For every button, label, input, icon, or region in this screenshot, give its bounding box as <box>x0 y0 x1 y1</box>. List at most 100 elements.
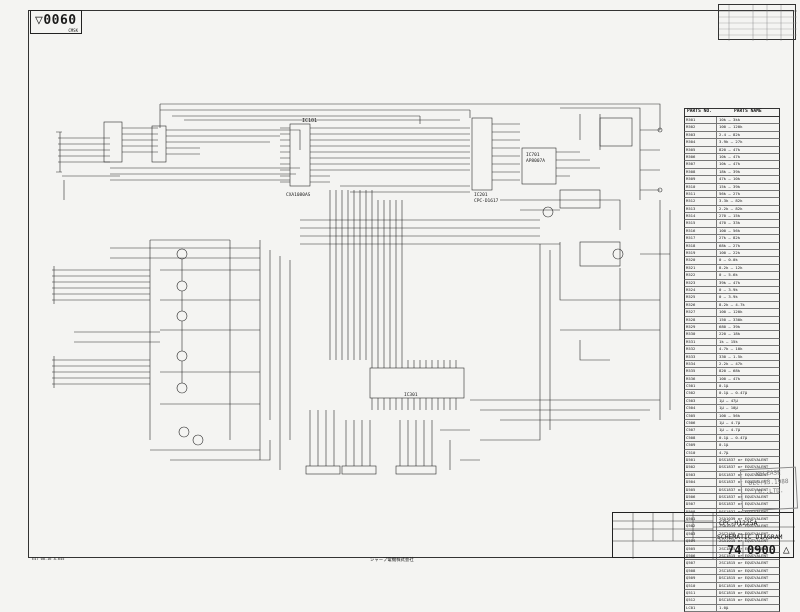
parts-list-header: PARTS NO. PARTS NAME <box>684 108 780 117</box>
parts-value: 8.2k — 12k <box>719 264 743 270</box>
parts-ref: R511 <box>685 190 717 198</box>
revision-grid <box>719 5 797 41</box>
parts-value: 18k — 39k <box>719 168 741 174</box>
ic701-label: IC701 <box>526 152 540 158</box>
parts-value: 0.1μ <box>719 442 729 448</box>
parts-value: 270 — 15k <box>719 213 741 219</box>
parts-ref: R510 <box>685 183 717 190</box>
parts-value: 68k — 27k <box>719 242 741 248</box>
parts-value: 1μ — 10μ <box>719 405 738 411</box>
parts-value: 10k — 47k <box>719 153 741 159</box>
parts-ref: R507 <box>685 161 717 168</box>
release-stamp: RELEASE DEC.13.1988 CO.,LTD. <box>739 466 799 512</box>
parts-header-name: PARTS NAME <box>734 109 762 114</box>
parts-value: 330 — 1.5k <box>719 353 743 359</box>
parts-value: DSC1815 or EQUIVALENT <box>719 582 769 588</box>
ic201-label: IC201 <box>474 192 488 198</box>
parts-ref: R531 <box>685 338 717 346</box>
parts-ref: D507 <box>685 501 717 508</box>
revision-triangle-icon: △ <box>783 543 790 556</box>
parts-ref: R524 <box>685 286 717 294</box>
ic301-label: IC301 <box>404 392 418 398</box>
model-number: CPC-H1225A <box>719 519 758 527</box>
parts-ref: Q510 <box>685 582 717 589</box>
drawing-frame <box>28 10 794 558</box>
parts-ref: Q511 <box>685 590 717 597</box>
drawing-code: ▽0060 <box>35 13 77 28</box>
parts-ref: C503 <box>685 397 717 405</box>
parts-value: 100 — 56k <box>719 412 741 418</box>
parts-value: 8.2k — 4.7k <box>719 301 745 307</box>
parts-ref: R528 <box>685 316 717 323</box>
parts-value: 100 — 120k <box>719 309 743 315</box>
parts-value: 0 — 5.6k <box>719 272 738 278</box>
parts-value: DSS1837 or EQUIVALENT <box>719 486 769 492</box>
parts-value: 1μ — 4.7μ <box>719 420 741 426</box>
parts-ref: LC01 <box>685 604 717 612</box>
parts-value: 1k — 15k <box>719 338 738 344</box>
parts-ref: D504 <box>685 479 717 486</box>
page-number: 74 <box>727 543 742 557</box>
parts-ref: R509 <box>685 176 717 183</box>
parts-ref: R512 <box>685 198 717 205</box>
parts-value: 10k — 47k <box>719 161 741 167</box>
parts-value: 0.1μ — 0.47μ <box>719 434 748 440</box>
parts-ref: Q507 <box>685 560 717 567</box>
parts-value: DSS1837 or EQUIVALENT <box>719 508 769 514</box>
parts-value: 0.1μ — 0.47μ <box>719 390 748 396</box>
parts-ref: R535 <box>685 368 717 375</box>
parts-ref: R514 <box>685 213 717 220</box>
parts-ref: R520 <box>685 257 717 264</box>
parts-ref: Q506 <box>685 553 717 560</box>
parts-value: DSS1837 or EQUIVALENT <box>719 479 769 485</box>
parts-value: 2SC1815 or EQUIVALENT <box>719 545 769 551</box>
parts-value: 4.7k — 10k <box>719 346 743 352</box>
parts-ref: R504 <box>685 139 717 146</box>
parts-value: DSC1815 or EQUIVALENT <box>719 597 769 603</box>
parts-value: DSS1837 or EQUIVALENT <box>719 456 769 462</box>
parts-value: 2.2k — 82k <box>719 205 743 211</box>
parts-ref: R527 <box>685 309 717 316</box>
parts-value: 1μ — 47μ <box>719 397 738 403</box>
parts-value: 2SA1039 or EQUIVALENT <box>719 516 769 522</box>
parts-value: DSS1837 or EQUIVALENT <box>719 464 769 470</box>
parts-ref: R508 <box>685 168 717 176</box>
parts-ref: C504 <box>685 405 717 412</box>
parts-value: 3.9k — 27k <box>719 139 743 145</box>
ic101-part: CXA1080AS <box>286 192 311 198</box>
parts-value: DSC1815 or EQUIVALENT <box>719 575 769 581</box>
parts-ref: Q508 <box>685 567 717 575</box>
parts-ref: C501 <box>685 383 717 390</box>
parts-ref: R503 <box>685 131 717 139</box>
parts-value: 2SC1815 or EQUIVALENT <box>719 553 769 559</box>
parts-ref: C508 <box>685 434 717 442</box>
ic201-part: CPC-D1617 <box>474 198 499 204</box>
parts-value: 0 — 3.9k <box>719 286 738 292</box>
